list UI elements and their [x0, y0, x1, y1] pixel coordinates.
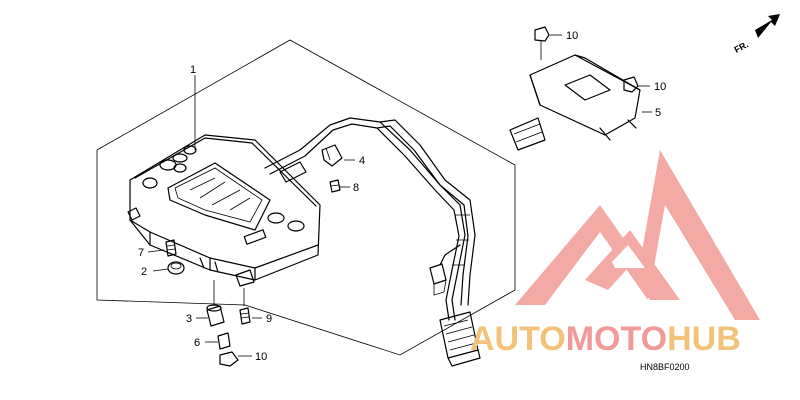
- callout-10-right: 10: [654, 81, 666, 93]
- harness-clip-part: [321, 144, 343, 167]
- grommet-part-2: [167, 261, 185, 275]
- watermark-text-hub: HUB: [667, 320, 741, 358]
- watermark-text-auto-moto: AUTOMOTO: [470, 320, 667, 358]
- nut-part-10-right: [623, 76, 639, 93]
- grommet-part-3: [206, 280, 225, 327]
- callout-4: 4: [359, 155, 365, 167]
- callout-10-bottom: 10: [255, 351, 267, 363]
- meter-wire-harness: [264, 117, 481, 367]
- nut-part-10-top: [534, 26, 550, 60]
- diagram-code: HN8BF0200: [640, 362, 690, 372]
- front-direction-label: FR.: [733, 39, 750, 55]
- screw-part-8: [329, 179, 341, 193]
- callout-2: 2: [141, 266, 147, 278]
- callout-6: 6: [194, 337, 200, 349]
- leader-lines: [147, 34, 652, 357]
- callout-7: 7: [138, 247, 144, 259]
- callout-1: 1: [190, 64, 196, 76]
- callout-9: 9: [266, 313, 272, 325]
- collar-part-6: [217, 332, 231, 350]
- speedometer-meter-body: [127, 134, 321, 287]
- nut-part-10-bottom: [219, 351, 239, 367]
- screw-part-7: [165, 239, 177, 257]
- control-module-part-5: [509, 54, 641, 151]
- front-direction-arrow-icon: [755, 14, 780, 38]
- callout-10-top: 10: [566, 30, 578, 42]
- watermark-text: AUTOMOTOHUB: [470, 320, 741, 358]
- screw-part-9: [239, 288, 251, 325]
- callout-3: 3: [186, 313, 192, 325]
- callout-8: 8: [353, 182, 359, 194]
- callout-5: 5: [655, 107, 661, 119]
- watermark-logo: [515, 150, 760, 320]
